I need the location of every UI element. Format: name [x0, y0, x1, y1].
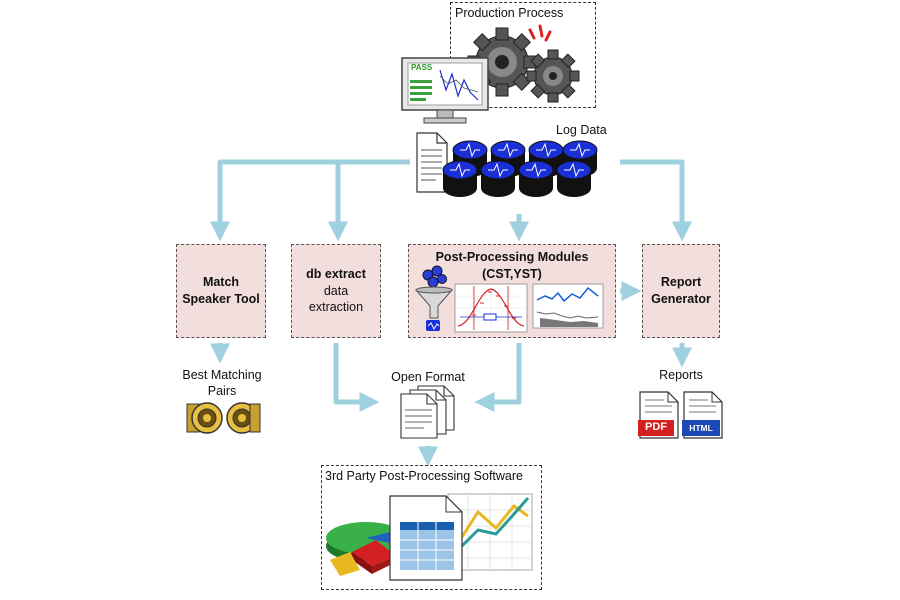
response-curve-icon	[532, 283, 604, 329]
html-file-icon	[682, 391, 723, 439]
documents-stack-icon	[400, 385, 455, 439]
arrow-post-open	[474, 343, 522, 412]
database-stack-icon	[442, 140, 598, 197]
best-matching-label-line2: Pairs	[207, 384, 237, 398]
third-party-title: 3rd Party Post-Processing Software	[325, 469, 523, 483]
post-title-line1: Post-Processing Modules	[435, 250, 589, 264]
db-subtitle-line1: data	[323, 283, 349, 298]
third-party-software-box: 3rd Party Post-Processing Software	[321, 465, 542, 590]
monitor-pass-badge: PASS	[411, 63, 433, 72]
report-title-line1: Report	[660, 275, 702, 290]
report-generator-box: Report Generator	[642, 244, 720, 338]
html-badge-text: HTML	[689, 423, 713, 433]
match-speaker-tool-box: Match Speaker Tool	[176, 244, 266, 338]
spreadsheet-icon	[389, 495, 463, 581]
best-matching-label-line1: Best Matching	[182, 368, 262, 382]
pdf-file-icon	[638, 391, 679, 439]
arrow-to-report	[620, 159, 692, 242]
db-subtitle-line2: extraction	[308, 300, 364, 315]
match-title-line1: Match	[202, 275, 240, 290]
arrow-db-open	[333, 343, 380, 412]
open-format-label: Open Format	[391, 370, 465, 384]
post-title-line2: (CST,YST)	[482, 266, 542, 281]
log-data-label: Log Data	[556, 123, 607, 137]
alert-spark-icon	[528, 24, 552, 42]
gear-small-icon	[526, 49, 580, 103]
db-title: db extract	[306, 266, 366, 281]
report-title-line2: Generator	[651, 292, 711, 306]
production-process-title: Production Process	[455, 6, 564, 20]
funnel-filter-icon	[414, 265, 454, 331]
db-extract-box: db extract data extraction	[291, 244, 381, 338]
histogram-chart-icon	[454, 283, 528, 333]
monitor-icon	[401, 57, 489, 124]
reports-label: Reports	[659, 368, 703, 382]
arrow-to-match	[210, 159, 410, 242]
production-process-box: Production Process	[450, 2, 596, 108]
match-title-line2: Speaker Tool	[182, 292, 260, 306]
speaker-left-icon	[186, 402, 223, 434]
speaker-right-icon	[226, 402, 261, 434]
pdf-badge-text: PDF	[645, 421, 667, 433]
